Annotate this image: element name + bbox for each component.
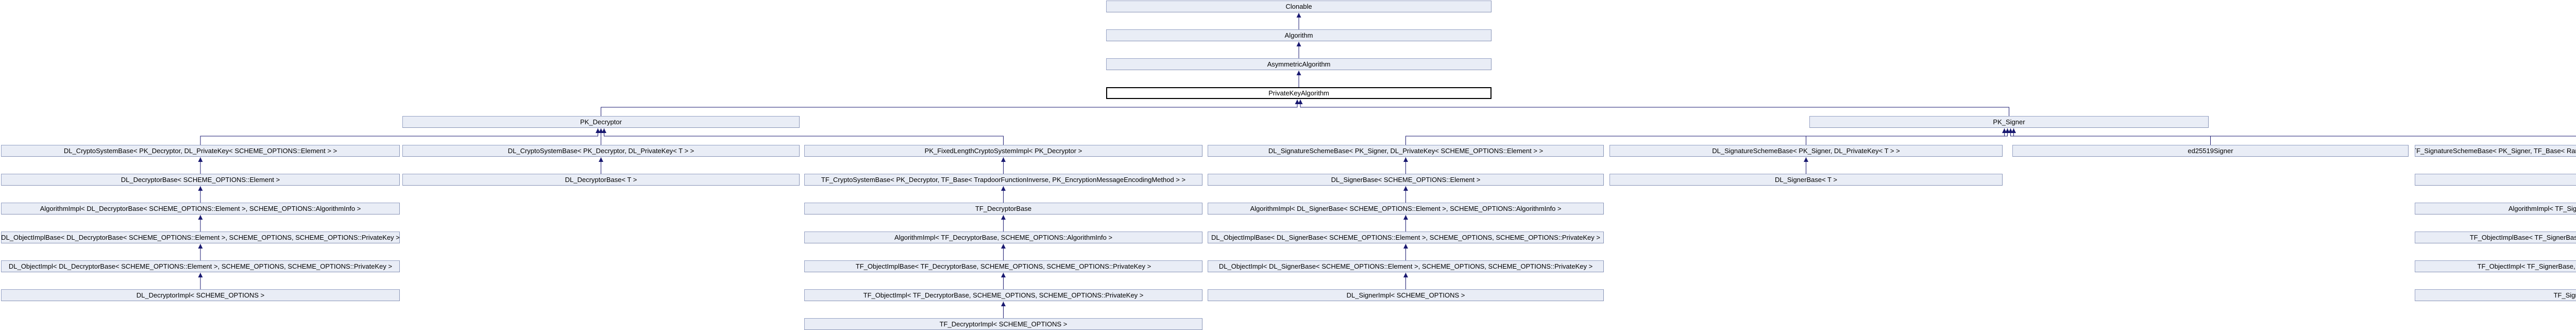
class-node-tf_signerbase[interactable]: TF_SignerBase bbox=[2415, 174, 2576, 186]
class-node-dl_cryptosystembase_t[interactable]: DL_CryptoSystemBase< PK_Decryptor, DL_Pr… bbox=[402, 145, 800, 157]
class-node-tf_objectimpl_decryptor[interactable]: TF_ObjectImpl< TF_DecryptorBase, SCHEME_… bbox=[804, 289, 1202, 301]
class-node-dl_cryptosystembase_element[interactable]: DL_CryptoSystemBase< PK_Decryptor, DL_Pr… bbox=[1, 145, 400, 157]
class-node-dl_signatureschemebase_element[interactable]: DL_SignatureSchemeBase< PK_Signer, DL_Pr… bbox=[1208, 145, 1604, 157]
class-node-dl_signatureschemebase_t[interactable]: DL_SignatureSchemeBase< PK_Signer, DL_Pr… bbox=[1609, 145, 2003, 157]
class-node-dl_decryptorbase_t[interactable]: DL_DecryptorBase< T > bbox=[402, 174, 800, 186]
class-node-dl_objectimpl_signer[interactable]: DL_ObjectImpl< DL_SignerBase< SCHEME_OPT… bbox=[1208, 260, 1604, 272]
class-node-clonable[interactable]: Clonable bbox=[1106, 1, 1492, 12]
class-node-private_key_algorithm: PrivateKeyAlgorithm bbox=[1106, 87, 1492, 99]
class-node-pk_decryptor[interactable]: PK_Decryptor bbox=[402, 116, 800, 128]
class-node-tf_objectimplbase_signer[interactable]: TF_ObjectImplBase< TF_SignerBase, SCHEME… bbox=[2415, 232, 2576, 243]
inheritance-arrow bbox=[1298, 100, 2009, 116]
class-node-pk_fixedlengthcryptosystemimpl[interactable]: PK_FixedLengthCryptoSystemImpl< PK_Decry… bbox=[804, 145, 1202, 157]
class-node-dl_signerimpl[interactable]: DL_SignerImpl< SCHEME_OPTIONS > bbox=[1208, 289, 1604, 301]
class-node-algorithmimpl_tf_signerbase[interactable]: AlgorithmImpl< TF_SignerBase, SCHEME_OPT… bbox=[2415, 203, 2576, 214]
class-node-tf_objectimpl_signer[interactable]: TF_ObjectImpl< TF_SignerBase, SCHEME_OPT… bbox=[2415, 260, 2576, 272]
class-node-dl_decryptorimpl[interactable]: DL_DecryptorImpl< SCHEME_OPTIONS > bbox=[1, 289, 400, 301]
class-node-algorithm[interactable]: Algorithm bbox=[1106, 29, 1492, 41]
class-node-algorithmimpl_dl_signerbase[interactable]: AlgorithmImpl< DL_SignerBase< SCHEME_OPT… bbox=[1208, 203, 1604, 214]
class-node-dl_signerbase_t[interactable]: DL_SignerBase< T > bbox=[1609, 174, 2003, 186]
inheritance-arrow bbox=[601, 100, 1300, 116]
inheritance-arrow bbox=[1806, 128, 2010, 145]
class-node-tf_decryptorbase[interactable]: TF_DecryptorBase bbox=[804, 203, 1202, 214]
inheritance-arrow bbox=[1405, 128, 2007, 145]
class-node-tf_objectimplbase_decryptor[interactable]: TF_ObjectImplBase< TF_DecryptorBase, SCH… bbox=[804, 260, 1202, 272]
class-node-dl_objectimpl_decryptor[interactable]: DL_ObjectImpl< DL_DecryptorBase< SCHEME_… bbox=[1, 260, 400, 272]
class-node-dl_objectimplbase_decryptor[interactable]: DL_ObjectImplBase< DL_DecryptorBase< SCH… bbox=[1, 232, 400, 243]
class-node-tf_cryptosystembase[interactable]: TF_CryptoSystemBase< PK_Decryptor, TF_Ba… bbox=[804, 174, 1202, 186]
class-node-asymmetric_algorithm[interactable]: AsymmetricAlgorithm bbox=[1106, 58, 1492, 70]
inheritance-arrow bbox=[602, 128, 1004, 145]
inheritance-arrow bbox=[200, 128, 600, 145]
class-node-dl_objectimplbase_signer[interactable]: DL_ObjectImplBase< DL_SignerBase< SCHEME… bbox=[1208, 232, 1604, 243]
class-node-dl_decryptorbase_element[interactable]: DL_DecryptorBase< SCHEME_OPTIONS::Elemen… bbox=[1, 174, 400, 186]
class-node-tf_decryptorimpl[interactable]: TF_DecryptorImpl< SCHEME_OPTIONS > bbox=[804, 318, 1202, 330]
class-node-algorithmimpl_tf_decryptorbase[interactable]: AlgorithmImpl< TF_DecryptorBase, SCHEME_… bbox=[804, 232, 1202, 243]
inheritance-arrow bbox=[2011, 128, 2576, 137]
inheritance-arrow bbox=[2008, 128, 2211, 145]
class-node-tf_signatureschemebase[interactable]: TF_SignatureSchemeBase< PK_Signer, TF_Ba… bbox=[2415, 145, 2576, 157]
class-node-pk_signer[interactable]: PK_Signer bbox=[1809, 116, 2209, 128]
class-node-dl_signerbase_element[interactable]: DL_SignerBase< SCHEME_OPTIONS::Element > bbox=[1208, 174, 1604, 186]
class-node-ed25519signer[interactable]: ed25519Signer bbox=[2012, 145, 2409, 157]
class-node-algorithmimpl_dl_decryptorbase[interactable]: AlgorithmImpl< DL_DecryptorBase< SCHEME_… bbox=[1, 203, 400, 214]
class-node-tf_signerimpl[interactable]: TF_SignerImpl< SCHEME_OPTIONS > bbox=[2415, 289, 2576, 301]
